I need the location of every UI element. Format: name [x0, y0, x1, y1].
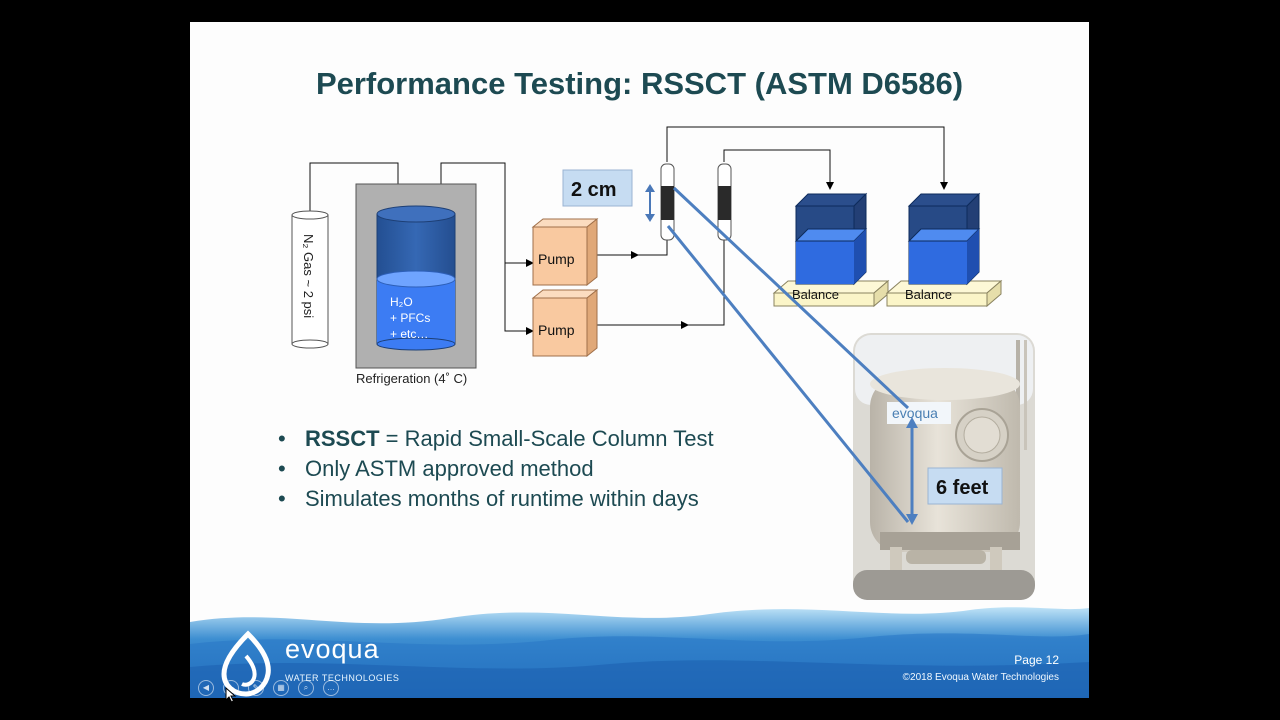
- balance-right-label: Balance: [905, 287, 952, 302]
- pump-top-label: Pump: [538, 251, 575, 267]
- refrigeration-label: Refrigeration (4˚ C): [356, 371, 467, 386]
- previous-slide-icon[interactable]: ◀: [198, 680, 214, 696]
- mouse-pointer-icon: [225, 687, 237, 703]
- vessel-logo-text: evoqua: [892, 405, 938, 421]
- mini-column-2: [717, 163, 732, 241]
- rssct-diagram: N₂ Gas ~ 2 psi H₂O + PFCs + etc… Refrige…: [190, 126, 1089, 698]
- balance-left: Balance: [772, 192, 890, 308]
- water-footer-band: [190, 607, 1089, 698]
- bullet-item-astm: •Only ASTM approved method: [278, 456, 594, 481]
- bullet-text-astm: Only ASTM approved method: [305, 456, 594, 481]
- refrigeration-unit: H₂O + PFCs + etc… Refrigeration (4˚ C): [355, 183, 477, 386]
- gas-cylinder-label: N₂ Gas ~ 2 psi: [301, 234, 316, 318]
- tank-content-pfcs: + PFCs: [390, 311, 430, 325]
- column-size-callout: 2 cm: [562, 169, 655, 222]
- footer-logo-subtext: WATER TECHNOLOGIES: [285, 673, 400, 683]
- more-options-icon[interactable]: …: [323, 680, 339, 696]
- bullet-item-rssct: •RSSCT = Rapid Small-Scale Column Test: [278, 426, 714, 451]
- full-scale-vessel-photo: evoqua: [853, 333, 1035, 600]
- tank-content-water: H₂O: [390, 295, 413, 309]
- mini-column-1: [660, 163, 675, 241]
- pump-top: Pump: [531, 217, 599, 287]
- bullet-list: •RSSCT = Rapid Small-Scale Column Test •…: [278, 424, 714, 514]
- column-size-label: 2 cm: [571, 179, 617, 201]
- pump-bottom-label: Pump: [538, 322, 575, 338]
- tank-content-etc: + etc…: [390, 327, 428, 341]
- slide: N₂ Gas ~ 2 psi H₂O + PFCs + etc… Refrige…: [190, 22, 1089, 698]
- full-scale-label: 6 feet: [936, 477, 989, 499]
- pen-tool-icon[interactable]: ✎: [248, 680, 264, 696]
- copyright-notice: ©2018 Evoqua Water Technologies: [902, 672, 1059, 683]
- scale-up-lines: [666, 186, 910, 523]
- page-number: Page 12: [1014, 653, 1059, 667]
- bullet-item-runtime: •Simulates months of runtime within days: [278, 486, 699, 511]
- nitrogen-gas-cylinder: N₂ Gas ~ 2 psi: [291, 210, 329, 349]
- bullet-text-runtime: Simulates months of runtime within days: [305, 486, 699, 511]
- evoqua-logo-mark: [221, 630, 271, 697]
- full-scale-callout: 6 feet: [927, 467, 1003, 505]
- slideshow-nav: ◀▶✎▦⌕…: [198, 677, 348, 696]
- slide-title: Performance Testing: RSSCT (ASTM D6586): [315, 66, 964, 101]
- pump-bottom: Pump: [531, 288, 599, 358]
- bullet-term-rssct: RSSCT: [305, 426, 380, 451]
- balance-right: Balance: [885, 192, 1003, 308]
- bullet-definition-rssct: = Rapid Small-Scale Column Test: [379, 426, 714, 451]
- zoom-icon[interactable]: ⌕: [298, 680, 314, 696]
- footer-logo-text: evoqua: [285, 634, 380, 664]
- slide-grid-icon[interactable]: ▦: [273, 680, 289, 696]
- balance-left-label: Balance: [792, 287, 839, 302]
